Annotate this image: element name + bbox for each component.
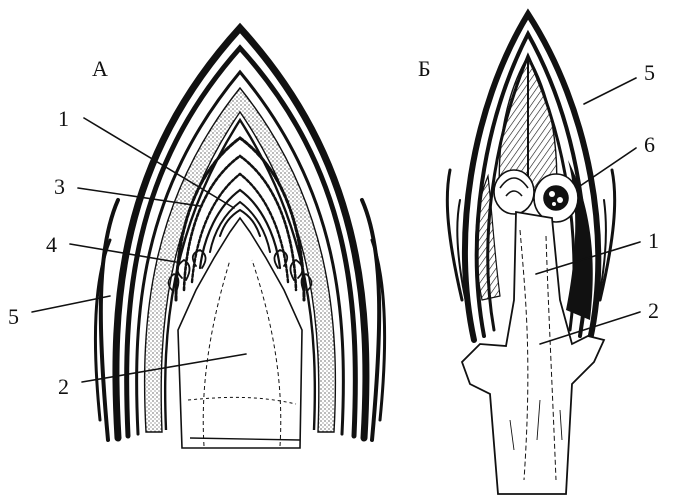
panel-a: А 1 3 4 5 2 [8, 28, 385, 448]
panel-a-label: 4 [46, 232, 57, 257]
panel-a-label: 1 [58, 106, 69, 131]
panel-a-label: 3 [54, 174, 65, 199]
panel-b-label: 2 [648, 298, 659, 323]
panel-b-label: 1 [648, 228, 659, 253]
panel-a-label: 2 [58, 374, 69, 399]
panel-b-title: Б [418, 56, 431, 81]
panel-b-label: 6 [644, 132, 655, 157]
panel-a-title: А [92, 56, 108, 81]
panel-b-label: 5 [644, 60, 655, 85]
panel-b: Б 5 6 1 2 [418, 14, 659, 494]
panel-a-label: 5 [8, 304, 19, 329]
